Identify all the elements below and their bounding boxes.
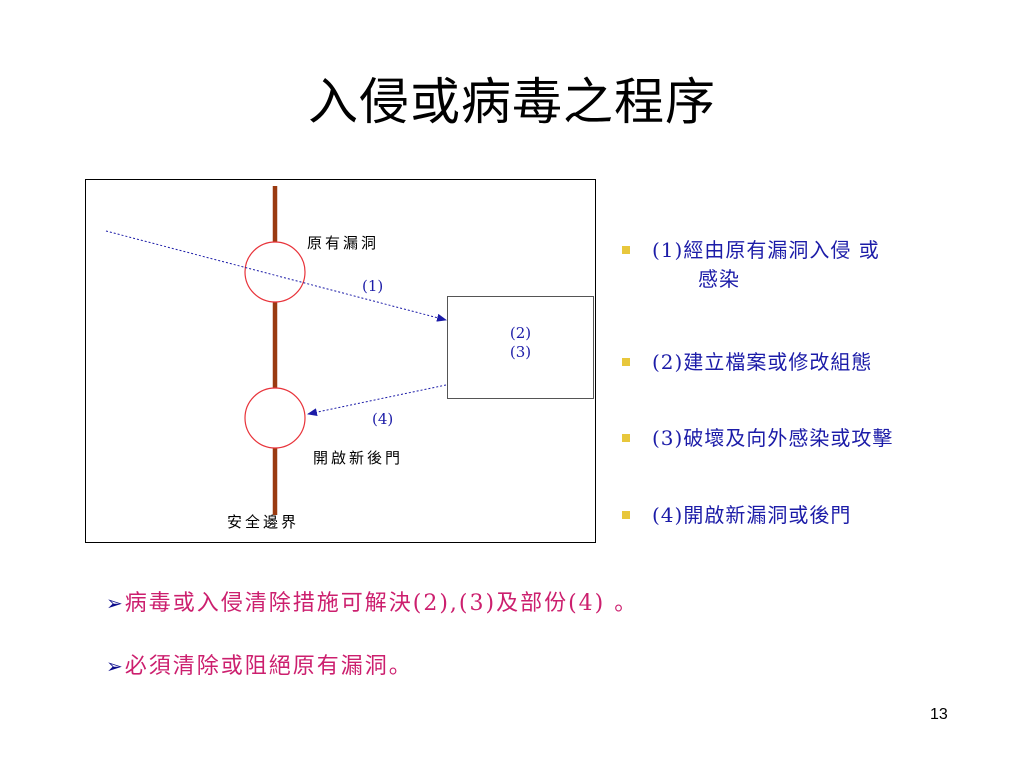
step-2-label: (2) bbox=[509, 324, 532, 342]
bullet-text: 建立檔案或修改組態 bbox=[683, 350, 873, 374]
step-3-label: (3) bbox=[509, 343, 532, 361]
bullet-square-icon bbox=[622, 434, 630, 442]
bullet-num: (3) bbox=[652, 426, 684, 450]
arrow-bullet-icon: ➢ bbox=[106, 654, 125, 678]
security-boundary-label: 安全邊界 bbox=[227, 513, 300, 531]
list-item: (1)經由原有漏洞入侵 或 感染 bbox=[618, 236, 880, 294]
bullet-square-icon bbox=[622, 358, 630, 366]
slide-title: 入侵或病毒之程序 bbox=[308, 73, 716, 131]
bullet-num: (1) bbox=[652, 238, 684, 262]
list-item: (4)開啟新漏洞或後門 bbox=[618, 501, 851, 530]
bullet-text: 經由原有漏洞入侵 或 bbox=[683, 238, 880, 262]
existing-hole-circle bbox=[244, 241, 306, 303]
intrusion-arrow bbox=[105, 230, 447, 322]
list-item: (2)建立檔案或修改組態 bbox=[618, 348, 872, 377]
bullet-text-continued: 感染 bbox=[698, 267, 740, 291]
bullet-square-icon bbox=[622, 246, 630, 254]
existing-hole-label: 原有漏洞 bbox=[307, 234, 380, 252]
step-1-label: (1) bbox=[362, 277, 384, 295]
new-backdoor-label: 開啟新後門 bbox=[313, 449, 404, 467]
bullet-text: 破壞及向外感染或攻擊 bbox=[683, 426, 894, 450]
bullet-num: (2) bbox=[652, 350, 684, 374]
intrusion-diagram: 原有漏洞 (1) (2) (3) (4) 開啟新後門 安全邊界 bbox=[85, 179, 596, 543]
diagram-graphics bbox=[105, 186, 447, 515]
note-line: ➢必須清除或阻絕原有漏洞。 bbox=[106, 648, 413, 680]
note-line: ➢病毒或入侵清除措施可解決(2),(3)及部份(4) 。 bbox=[106, 585, 638, 617]
arrow-bullet-icon: ➢ bbox=[106, 591, 125, 615]
backdoor-arrow bbox=[307, 384, 447, 417]
bullet-square-icon bbox=[622, 511, 630, 519]
step-4-label: (4) bbox=[372, 410, 394, 428]
note-text: 必須清除或阻絕原有漏洞。 bbox=[124, 654, 413, 679]
note-text: 病毒或入侵清除措施可解決(2),(3)及部份(4) 。 bbox=[124, 591, 639, 616]
new-backdoor-circle bbox=[244, 387, 306, 449]
bullet-num: (4) bbox=[652, 503, 684, 527]
page-number: 13 bbox=[930, 706, 948, 723]
process-box: (2) (3) bbox=[447, 296, 594, 399]
list-item: (3)破壞及向外感染或攻擊 bbox=[618, 424, 893, 453]
bullet-text: 開啟新漏洞或後門 bbox=[683, 503, 852, 527]
